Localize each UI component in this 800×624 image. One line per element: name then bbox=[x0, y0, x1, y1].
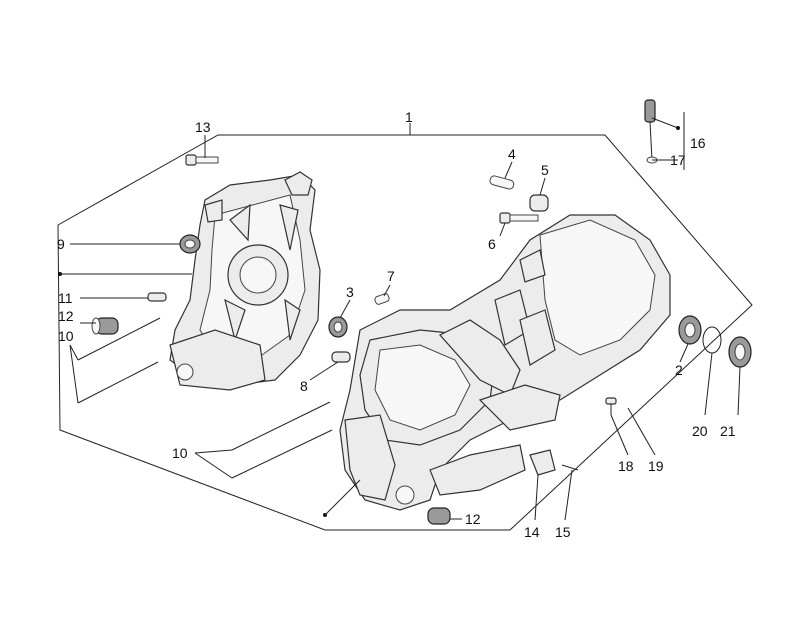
callout-13: 13 bbox=[195, 119, 211, 135]
assembly-boundary-line bbox=[57, 134, 753, 531]
leader-lines bbox=[58, 112, 741, 521]
bushing-12-upper bbox=[91, 317, 119, 335]
screw-18 bbox=[605, 397, 617, 415]
callout-12-upper: 12 bbox=[58, 308, 74, 324]
callout-3: 3 bbox=[346, 284, 354, 300]
circlip-20 bbox=[702, 326, 722, 354]
pin-4 bbox=[489, 175, 515, 190]
callout-6: 6 bbox=[488, 236, 496, 252]
callout-15: 15 bbox=[555, 524, 571, 540]
dowel-8 bbox=[331, 351, 351, 363]
studs-10-left bbox=[77, 317, 161, 404]
bolt-13 bbox=[185, 154, 219, 166]
dipstick-16 bbox=[644, 99, 658, 164]
callout-10-lower: 10 bbox=[172, 445, 188, 461]
screw-15 bbox=[561, 464, 579, 471]
dowel-11 bbox=[147, 292, 167, 302]
callout-21: 21 bbox=[720, 423, 736, 439]
bracket-14 bbox=[529, 449, 556, 476]
callout-1: 1 bbox=[405, 109, 413, 125]
oil-seal-9 bbox=[179, 234, 201, 254]
bearing-2 bbox=[678, 315, 702, 345]
bolt-6 bbox=[499, 212, 539, 224]
bushing-12-lower bbox=[427, 507, 451, 525]
studs-10-lower bbox=[231, 401, 333, 479]
callout-labels: 1 2 3 4 5 6 7 8 9 10 10 11 12 12 13 14 1… bbox=[57, 109, 736, 540]
callout-7: 7 bbox=[387, 268, 395, 284]
callout-20: 20 bbox=[692, 423, 708, 439]
callout-9: 9 bbox=[57, 236, 65, 252]
right-crankcase-half bbox=[339, 214, 671, 511]
callout-16: 16 bbox=[690, 135, 706, 151]
callout-18: 18 bbox=[618, 458, 634, 474]
callout-12-lower: 12 bbox=[465, 511, 481, 527]
oil-seal-21 bbox=[728, 336, 752, 368]
bearing-3 bbox=[328, 316, 348, 338]
left-crankcase-half bbox=[169, 171, 321, 391]
callout-8: 8 bbox=[300, 378, 308, 394]
callout-10-left: 10 bbox=[58, 328, 74, 344]
callout-2: 2 bbox=[675, 362, 683, 378]
callout-19: 19 bbox=[648, 458, 664, 474]
callout-11: 11 bbox=[58, 290, 73, 306]
pin-7 bbox=[374, 293, 390, 305]
callout-5: 5 bbox=[541, 162, 549, 178]
callout-14: 14 bbox=[524, 524, 540, 540]
bushing-5 bbox=[529, 194, 549, 212]
callout-17: 17 bbox=[670, 152, 686, 168]
callout-4: 4 bbox=[508, 146, 516, 162]
